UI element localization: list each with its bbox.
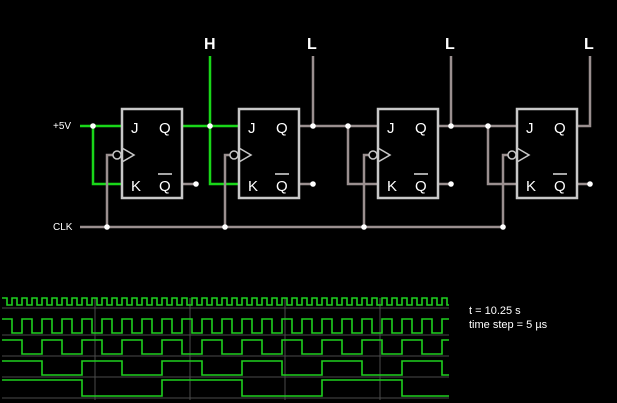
junction-dot xyxy=(104,224,110,230)
pin-qbar-label: Q xyxy=(276,178,288,195)
junction-dot xyxy=(310,123,316,129)
wire-low xyxy=(486,126,517,186)
pin-k-label: K xyxy=(248,178,258,195)
pin-k-label: K xyxy=(387,178,397,195)
wire-low xyxy=(223,153,233,227)
wire-low xyxy=(346,126,378,186)
clock-invert-bubble xyxy=(229,150,239,160)
clock-label: CLK xyxy=(53,222,73,233)
pin-j-label: J xyxy=(387,120,395,137)
wire-low xyxy=(362,153,372,227)
junction-dot xyxy=(448,181,454,187)
scope-trace xyxy=(2,379,449,397)
clock-input-triangle xyxy=(516,147,531,163)
pin-q-label: Q xyxy=(276,120,288,137)
junction-dot xyxy=(500,224,506,230)
scope-trace xyxy=(2,360,449,376)
flip-flop-group: J K Q Q J K Q Q J K Q Q J K Q Q xyxy=(112,107,579,200)
pin-q-label: Q xyxy=(415,120,427,137)
clock-input-triangle xyxy=(377,147,392,163)
pin-qbar-label: Q xyxy=(159,178,171,195)
junction-dot xyxy=(448,123,454,129)
pin-k-label: K xyxy=(526,178,536,195)
wire-high xyxy=(208,126,239,186)
junction-dot xyxy=(207,123,213,129)
junction-dot xyxy=(310,181,316,187)
junction-dot xyxy=(485,123,491,129)
junction-dot xyxy=(90,123,96,129)
supply-label: +5V xyxy=(53,121,71,132)
clock-invert-bubble xyxy=(368,150,378,160)
junction-dot xyxy=(193,181,199,187)
wire-junctions xyxy=(90,123,593,230)
probe-1-state[interactable]: H xyxy=(204,36,216,53)
junction-dot xyxy=(345,123,351,129)
junction-dot xyxy=(222,224,228,230)
clock-input-triangle xyxy=(121,147,136,163)
probe-4-state[interactable]: L xyxy=(584,36,594,53)
wire-low xyxy=(501,153,511,227)
simulation-time: t = 10.25 s xyxy=(469,305,521,317)
scope-trace xyxy=(2,339,449,355)
scope-trace xyxy=(2,318,449,334)
clock-invert-bubble xyxy=(507,150,517,160)
pin-q-label: Q xyxy=(554,120,566,137)
oscilloscope[interactable] xyxy=(2,297,449,400)
wire-high xyxy=(91,126,122,186)
clock-invert-bubble xyxy=(112,150,122,160)
scope-trace xyxy=(2,297,449,306)
junction-dot xyxy=(587,181,593,187)
clock-input-triangle xyxy=(238,147,253,163)
pin-j-label: J xyxy=(131,120,139,137)
pin-q-label: Q xyxy=(159,120,171,137)
time-step: time step = 5 µs xyxy=(469,319,548,331)
wire-low xyxy=(574,56,592,128)
probe-2-state[interactable]: L xyxy=(307,36,317,53)
junction-dot xyxy=(361,224,367,230)
pin-qbar-label: Q xyxy=(415,178,427,195)
probe-3-state[interactable]: L xyxy=(445,36,455,53)
pin-j-label: J xyxy=(526,120,534,137)
pin-k-label: K xyxy=(131,178,141,195)
wire-low xyxy=(105,153,116,227)
pin-j-label: J xyxy=(248,120,256,137)
pin-qbar-label: Q xyxy=(554,178,566,195)
